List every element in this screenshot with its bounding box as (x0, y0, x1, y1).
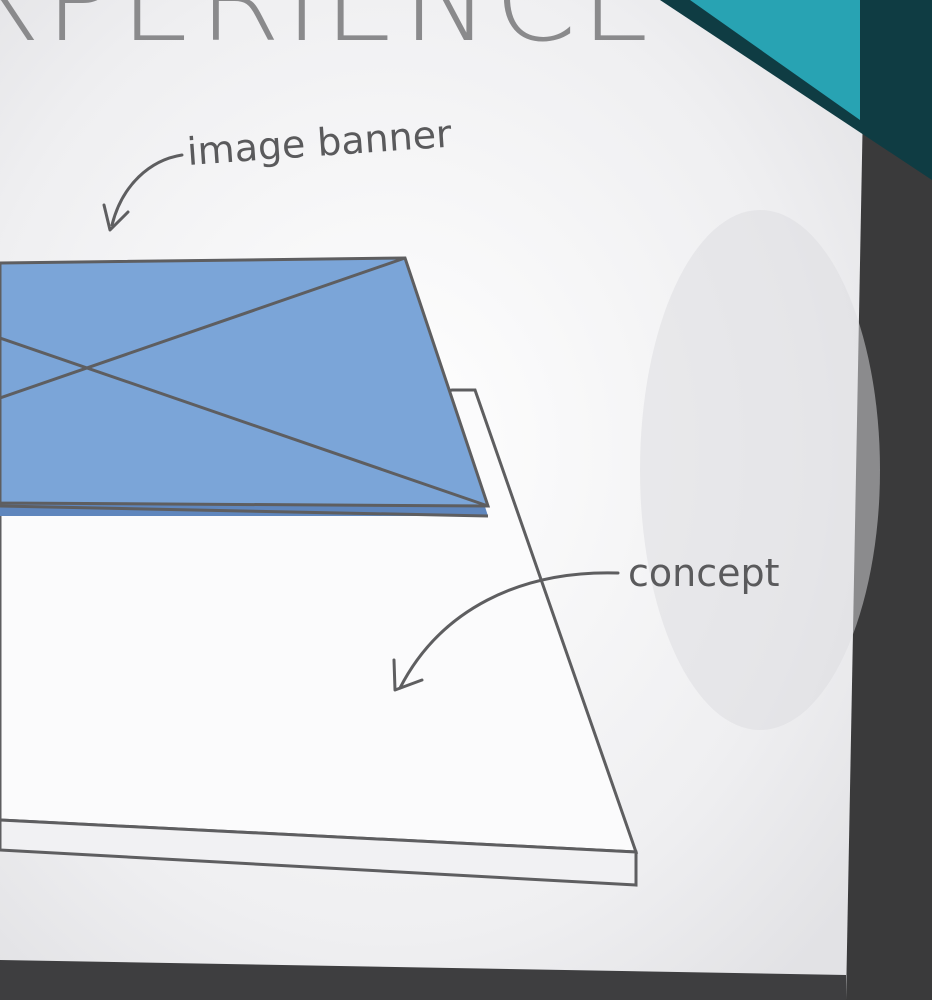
poster-title: XPERIENCE (0, 0, 659, 68)
concept-label: concept (628, 551, 780, 595)
image-banner-placeholder (0, 258, 488, 516)
background-blur (640, 210, 880, 730)
